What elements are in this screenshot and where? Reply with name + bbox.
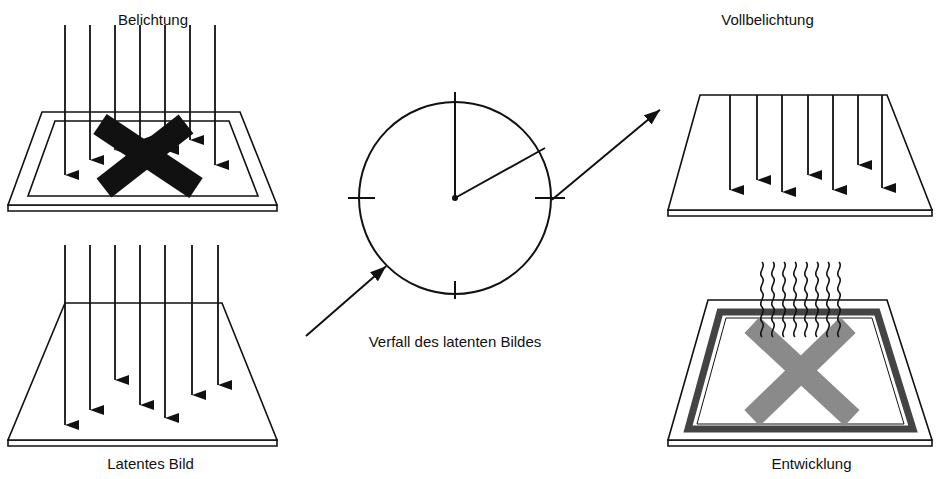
latent-image-panel: Latentes Bild (5, 235, 306, 475)
developed-frame (688, 312, 913, 429)
development-waves (761, 262, 841, 337)
clock-face (358, 101, 552, 295)
plate (8, 205, 277, 211)
plate (8, 303, 277, 440)
plate (668, 440, 932, 446)
plate (668, 300, 932, 440)
plate (8, 112, 277, 205)
clock-node: Verfall des latenten Bildes (358, 101, 552, 295)
node-label: Entwicklung (666, 455, 940, 473)
node-label: Vollbelichtung (622, 11, 913, 29)
exposure-panel: Belichtung (5, 5, 301, 220)
light-arrows (65, 25, 215, 175)
node-label: Belichtung (5, 11, 301, 29)
flood-exposure-panel: Vollbelichtung (660, 5, 940, 220)
plate (668, 210, 932, 216)
mask-frame (28, 121, 258, 196)
plate (668, 95, 932, 210)
process-arrow (306, 266, 386, 336)
process-arrow (552, 110, 660, 200)
plate (8, 440, 277, 446)
developed-x (752, 325, 852, 418)
latent-arrows (65, 245, 218, 425)
development-panel: Entwicklung (660, 240, 940, 475)
flood-arrows (730, 95, 882, 192)
node-label: Latentes Bild (0, 455, 301, 473)
developed-frame-inner (697, 318, 904, 424)
node-label: Verfall des latenten Bildes (305, 333, 605, 351)
